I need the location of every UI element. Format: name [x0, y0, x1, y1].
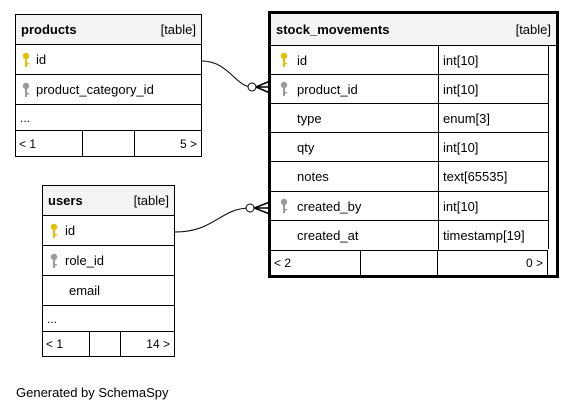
- children-count[interactable]: 0 >: [525, 256, 543, 270]
- column-name: qty: [297, 139, 315, 155]
- column-name: id: [297, 52, 308, 68]
- foreign-key-icon: [16, 75, 36, 104]
- users-table[interactable]: users [table] id role_id email ... < 1 1…: [42, 185, 175, 357]
- column-name: id: [65, 223, 76, 238]
- table-kind: [table]: [133, 193, 169, 208]
- column-name: created_at: [297, 228, 359, 243]
- products-to-stock-movements-line: [201, 60, 253, 88]
- column-type: int[10]: [438, 75, 548, 103]
- more-columns-ellipsis: ...: [16, 105, 201, 131]
- column-name: role_id: [65, 253, 105, 268]
- primary-key-icon: [43, 216, 65, 245]
- column-type: timestamp[19]: [438, 221, 548, 250]
- products-relationship-circle: [247, 82, 257, 92]
- column-row-notes[interactable]: notes text[65535]: [271, 162, 548, 192]
- column-name: email: [69, 283, 101, 298]
- users-relationship-circle: [245, 203, 255, 213]
- products-crowfoot: [255, 80, 271, 94]
- column-type: int[10]: [438, 133, 548, 161]
- column-name: created_by: [297, 198, 362, 214]
- foreign-key-icon: [271, 192, 297, 220]
- column-type: enum[3]: [438, 104, 548, 132]
- footer-spacer: [360, 251, 438, 275]
- primary-key-icon: [16, 45, 36, 74]
- right-margin-strip: [548, 46, 549, 249]
- column-row-role-id[interactable]: role_id: [43, 246, 174, 276]
- users-crowfoot: [253, 201, 271, 215]
- no-key-slot: [271, 133, 297, 161]
- primary-key-icon: [271, 46, 297, 74]
- table-name: products: [21, 22, 77, 37]
- products-header[interactable]: products [table]: [16, 15, 201, 45]
- table-name: stock_movements: [276, 22, 390, 37]
- foreign-key-icon: [43, 246, 65, 275]
- column-row-product-id[interactable]: product_id int[10]: [271, 75, 548, 104]
- footer-spacer: [89, 332, 121, 356]
- no-key-slot: [271, 221, 297, 250]
- column-row-email[interactable]: email: [43, 276, 174, 306]
- generated-by-caption: Generated by SchemaSpy: [16, 385, 169, 400]
- table-name: users: [48, 193, 83, 208]
- users-to-stock-movements-line: [174, 207, 251, 233]
- table-kind: [table]: [160, 22, 196, 37]
- relationship-counts: < 1 14 >: [43, 332, 174, 356]
- column-row-created-at[interactable]: created_at timestamp[19]: [271, 221, 548, 251]
- children-count[interactable]: 14 >: [146, 337, 170, 351]
- column-name: type: [297, 110, 322, 126]
- column-name: notes: [297, 169, 329, 184]
- column-name: product_category_id: [36, 82, 154, 97]
- column-type: int[10]: [438, 192, 548, 220]
- no-key-slot: [271, 104, 297, 132]
- column-row-id[interactable]: id: [16, 45, 201, 75]
- column-name: id: [36, 52, 47, 67]
- foreign-key-icon: [271, 75, 297, 103]
- footer-spacer: [82, 131, 135, 156]
- parents-count[interactable]: < 1: [46, 337, 64, 351]
- column-type: int[10]: [438, 46, 548, 74]
- column-row-product-category-id[interactable]: product_category_id: [16, 75, 201, 105]
- column-row-created-by[interactable]: created_by int[10]: [271, 192, 548, 221]
- no-key-slot: [271, 162, 297, 191]
- column-row-id[interactable]: id: [43, 216, 174, 246]
- column-type: text[65535]: [438, 162, 548, 191]
- table-kind: [table]: [515, 22, 551, 37]
- parents-count[interactable]: < 2: [274, 256, 292, 270]
- users-header[interactable]: users [table]: [43, 186, 174, 216]
- parents-count[interactable]: < 1: [19, 136, 37, 151]
- more-columns-ellipsis: ...: [43, 306, 174, 332]
- products-table[interactable]: products [table] id product_category_id …: [15, 14, 202, 157]
- no-key-slot: [43, 276, 69, 305]
- relationship-counts: < 2 0 >: [271, 251, 547, 275]
- column-row-id[interactable]: id int[10]: [271, 46, 548, 75]
- column-row-qty[interactable]: qty int[10]: [271, 133, 548, 162]
- children-count[interactable]: 5 >: [179, 136, 197, 151]
- stock-movements-header[interactable]: stock_movements [table]: [271, 14, 556, 46]
- relationship-counts: < 1 5 >: [16, 131, 201, 156]
- stock-movements-table[interactable]: stock_movements [table] id int[10] produ…: [268, 11, 559, 278]
- column-name: product_id: [297, 81, 358, 97]
- column-row-type[interactable]: type enum[3]: [271, 104, 548, 133]
